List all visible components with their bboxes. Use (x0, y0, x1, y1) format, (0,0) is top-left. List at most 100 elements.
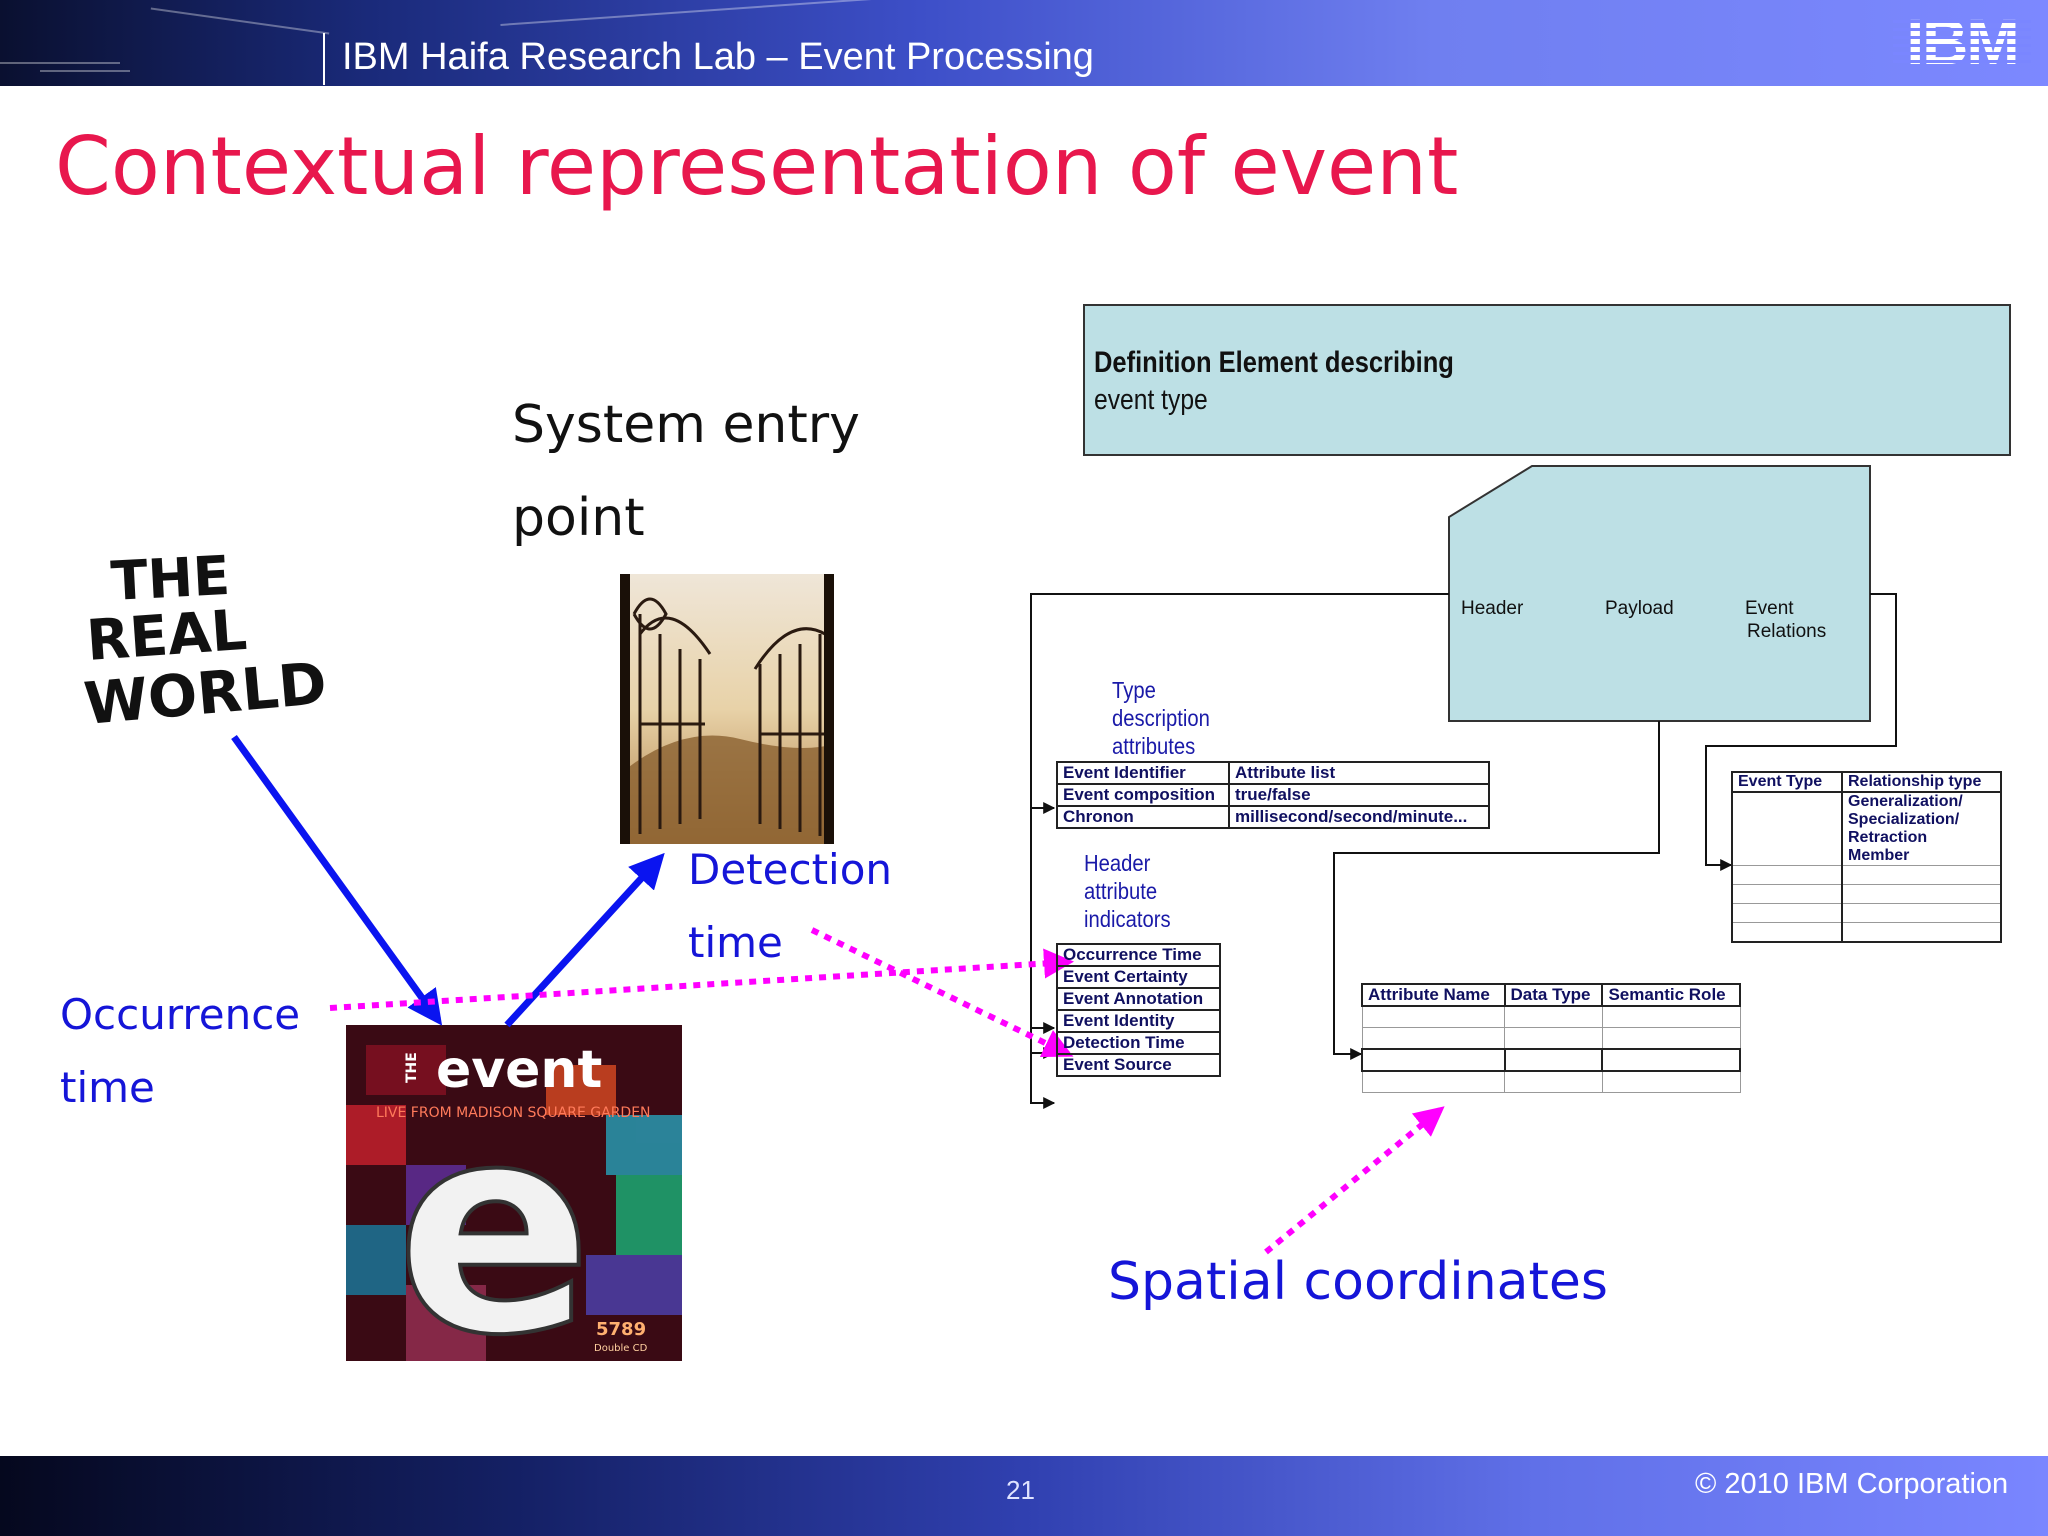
definition-element-box (1083, 304, 2011, 456)
detection-time-label-1: Detection (688, 845, 893, 894)
relationship-value: Member (1841, 847, 2002, 866)
event-section-relations: Relations (1747, 621, 1827, 642)
header-streak (40, 70, 130, 72)
event-cover-title: event (436, 1040, 602, 1100)
header-attributes-table: Occurrence Time Event Certainty Event An… (1056, 943, 1221, 1077)
type-cell: Attribute list (1228, 761, 1490, 785)
event-section-header: Header (1461, 598, 1524, 619)
header-attribute-label-2: attribute (1084, 878, 1158, 904)
table-row: Event Source (1056, 1053, 1221, 1077)
event-to-entry-arrow (504, 852, 665, 1028)
payload-attribute-table: Attribute Name Data Type Semantic Role (1361, 983, 1741, 1093)
event-cover-image: event THE LIVE FROM MADISON SQUARE GARDE… (346, 1025, 682, 1361)
table-row (1731, 903, 2002, 923)
payload-header-cell: Data Type (1503, 983, 1604, 1007)
event-cover-letter: e (396, 1062, 593, 1361)
real-world-line-2: REAL (84, 598, 249, 674)
occurrence-time-label-1: Occurrence (60, 990, 301, 1039)
definition-element-subtitle: event type (1094, 384, 1208, 416)
table-row (1361, 1048, 1741, 1072)
relations-header-cell: Relationship type (1841, 771, 2002, 793)
gate-image (620, 574, 834, 844)
table-row (1361, 1070, 1741, 1093)
table-row: Member (1731, 847, 2002, 866)
real-world-graphic: THE REAL WORLD (82, 548, 329, 738)
relations-header-cell: Event Type (1731, 771, 1843, 793)
table-row: Retraction (1731, 829, 2002, 847)
event-cover-catalog: 5789 (596, 1319, 646, 1340)
page-number: 21 (1006, 1475, 1035, 1505)
table-row: Event Type Relationship type (1731, 771, 2002, 793)
real-world-line-1: THE (109, 548, 231, 613)
ibm-logo-stripes (1893, 20, 2031, 63)
table-row: Attribute Name Data Type Semantic Role (1361, 983, 1741, 1007)
type-description-label-2: description (1112, 705, 1210, 731)
payload-header-cell: Attribute Name (1361, 983, 1506, 1007)
detection-time-label-2: time (688, 918, 783, 967)
event-section-event: Event (1745, 598, 1794, 619)
type-cell: true/false (1228, 783, 1490, 807)
type-description-label-1: Type (1112, 677, 1156, 703)
header-attr-cell: Event Annotation (1056, 987, 1221, 1011)
header-bar (0, 0, 2048, 86)
header-attr-cell: Event Source (1056, 1053, 1221, 1077)
event-cover-subtitle: LIVE FROM MADISON SQUARE GARDEN (376, 1105, 651, 1121)
table-row: Event Annotation (1056, 987, 1221, 1011)
table-row (1731, 922, 2002, 943)
ibm-logo: IBM (1893, 12, 2031, 70)
type-description-table: Event Identifier Attribute list Event co… (1056, 761, 1490, 829)
table-row: Event Certainty (1056, 965, 1221, 989)
copyright: © 2010 IBM Corporation (1695, 1468, 2009, 1500)
event-shape (1448, 465, 1871, 722)
header-attr-cell: Event Identity (1056, 1009, 1221, 1033)
table-row: Event Identity (1056, 1009, 1221, 1033)
type-cell: Event composition (1056, 783, 1230, 807)
header-divider (323, 33, 325, 85)
header-attr-cell: Occurrence Time (1056, 943, 1221, 967)
table-row: Detection Time (1056, 1031, 1221, 1055)
header-attribute-label-1: Header (1084, 850, 1151, 876)
table-row: Occurrence Time (1056, 943, 1221, 967)
event-cover-format: Double CD (594, 1343, 648, 1354)
relationship-value: Generalization/ (1841, 792, 2002, 811)
gate-right (753, 627, 826, 836)
table-row (1731, 884, 2002, 904)
relationship-value: Specialization/ (1841, 811, 2002, 829)
real-world-to-event-arrow (231, 734, 443, 1026)
table-row (1361, 1027, 1741, 1050)
slide-title: Contextual representation of event (55, 120, 1459, 213)
relations-table: Event Type Relationship type Generalizat… (1731, 771, 2002, 943)
detection-time-arrow (810, 927, 1074, 1058)
type-cell: Chronon (1056, 805, 1230, 829)
table-row (1361, 1005, 1741, 1028)
header-attribute-label-3: indicators (1084, 906, 1171, 932)
type-cell: Event Identifier (1056, 761, 1230, 785)
spatial-coordinates-arrow (1264, 1106, 1445, 1255)
table-row: Generalization/ (1731, 792, 2002, 811)
header-title: IBM Haifa Research Lab – Event Processin… (342, 36, 1094, 78)
header-attr-cell: Event Certainty (1056, 965, 1221, 989)
table-row: Event composition true/false (1056, 783, 1490, 807)
table-row: Chronon millisecond/second/minute... (1056, 805, 1490, 829)
occurrence-time-arrow (329, 948, 1074, 1011)
footer-bar (0, 1456, 2048, 1536)
table-row: Specialization/ (1731, 811, 2002, 829)
event-cover-prefix: THE (404, 1052, 420, 1083)
occurrence-time-label-2: time (60, 1063, 155, 1112)
connector-lines (1030, 593, 1897, 1109)
gate-left (632, 597, 712, 834)
header-streak (0, 62, 120, 64)
header-attr-cell: Detection Time (1056, 1031, 1221, 1055)
table-row: Event Identifier Attribute list (1056, 761, 1490, 785)
payload-header-cell: Semantic Role (1601, 983, 1741, 1007)
table-row (1731, 865, 2002, 885)
relationship-value: Retraction (1841, 829, 2002, 847)
definition-element-title: Definition Element describing (1094, 346, 1454, 379)
event-section-payload: Payload (1605, 598, 1674, 619)
system-entry-label-1: System entry (512, 395, 860, 455)
type-cell: millisecond/second/minute... (1228, 805, 1490, 829)
system-entry-label-2: point (512, 488, 645, 548)
spatial-coordinates-label: Spatial coordinates (1108, 1252, 1608, 1312)
type-description-label-3: attributes (1112, 733, 1196, 759)
